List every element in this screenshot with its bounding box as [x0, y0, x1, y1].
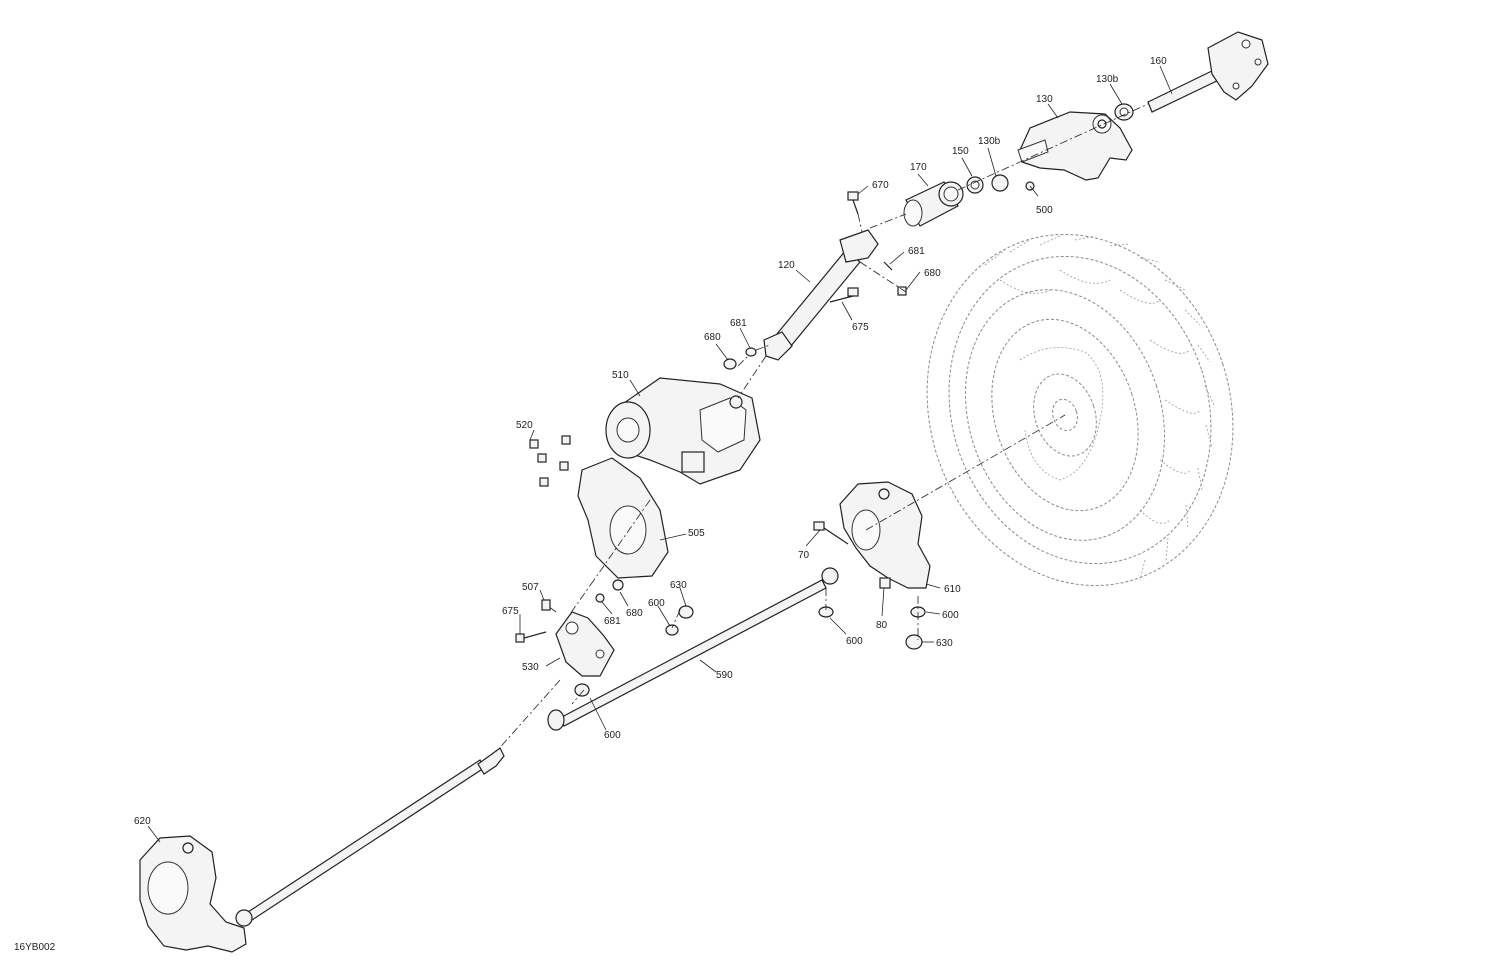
assembly-lines [495, 103, 1149, 753]
callout-675-left: 675 [502, 606, 519, 617]
washer-681-left [595, 593, 605, 603]
callout-630-right: 630 [936, 638, 953, 649]
nut-80 [879, 577, 891, 589]
callout-600-center: 600 [648, 598, 665, 609]
callout-610: 610 [944, 584, 961, 595]
bolt-675-left [515, 631, 547, 643]
knuckle-left [139, 835, 247, 953]
bracket-530 [555, 611, 615, 677]
callout-507: 507 [522, 582, 539, 593]
callout-labels: 160 130b 130 130b 150 170 670 500 681 68… [14, 56, 1167, 953]
nut-680-top [897, 286, 907, 296]
callout-670: 670 [872, 180, 889, 191]
callout-150: 150 [952, 146, 969, 157]
boot [903, 181, 964, 227]
knuckle-right [839, 481, 931, 589]
washer-600-center [665, 624, 679, 636]
bolt-70 [813, 521, 849, 545]
diagram-code: 16YB002 [14, 942, 56, 953]
callout-70: 70 [798, 550, 810, 561]
nut-680-left [612, 579, 624, 591]
callout-681-top: 681 [908, 246, 925, 257]
callout-520: 520 [516, 420, 533, 431]
callout-120: 120 [778, 260, 795, 271]
eps-unit [605, 377, 761, 485]
bushing-lower [991, 174, 1009, 192]
bolts-520 [529, 435, 571, 487]
callout-510: 510 [612, 370, 629, 381]
nut-630-right [905, 634, 923, 650]
callout-500: 500 [1036, 205, 1053, 216]
wheel-tire [926, 233, 1234, 587]
callout-681-mid: 681 [730, 318, 747, 329]
callout-600-mid: 600 [846, 636, 863, 647]
nut-630-mid [678, 605, 694, 619]
pin-681-top [883, 261, 893, 271]
callout-80: 80 [876, 620, 888, 631]
callout-590: 590 [716, 670, 733, 681]
nut-680-mid [723, 358, 737, 370]
callout-130b-upper: 130b [1096, 74, 1119, 85]
tie-rod-left [235, 747, 505, 927]
ring [966, 176, 984, 194]
callout-680-mid: 680 [704, 332, 721, 343]
callout-675-top: 675 [852, 322, 869, 333]
callout-530: 530 [522, 662, 539, 673]
callout-130b-lower: 130b [978, 136, 1001, 147]
callout-620: 620 [134, 816, 151, 827]
callout-600-left: 600 [604, 730, 621, 741]
bracket-505 [577, 457, 669, 579]
screw-500 [1025, 181, 1039, 197]
callout-130: 130 [1036, 94, 1053, 105]
callout-160: 160 [1150, 56, 1167, 67]
leader-lines [147, 65, 1173, 843]
callout-505: 505 [688, 528, 705, 539]
callout-630-mid: 630 [670, 580, 687, 591]
bolt-670 [847, 191, 859, 215]
bolt-507 [541, 599, 551, 611]
callout-681-left: 681 [604, 616, 621, 627]
washer-600-left [574, 683, 590, 697]
bolt-675-top [829, 287, 859, 303]
callout-600-right: 600 [942, 610, 959, 621]
column-support [1017, 111, 1133, 181]
callout-170: 170 [910, 162, 927, 173]
callout-680-top: 680 [924, 268, 941, 279]
steering-shaft [1147, 31, 1269, 113]
bushing-upper [1114, 103, 1134, 121]
callout-680-left: 680 [626, 608, 643, 619]
intermediate-shaft [763, 229, 879, 361]
washer-681-mid [745, 347, 757, 357]
